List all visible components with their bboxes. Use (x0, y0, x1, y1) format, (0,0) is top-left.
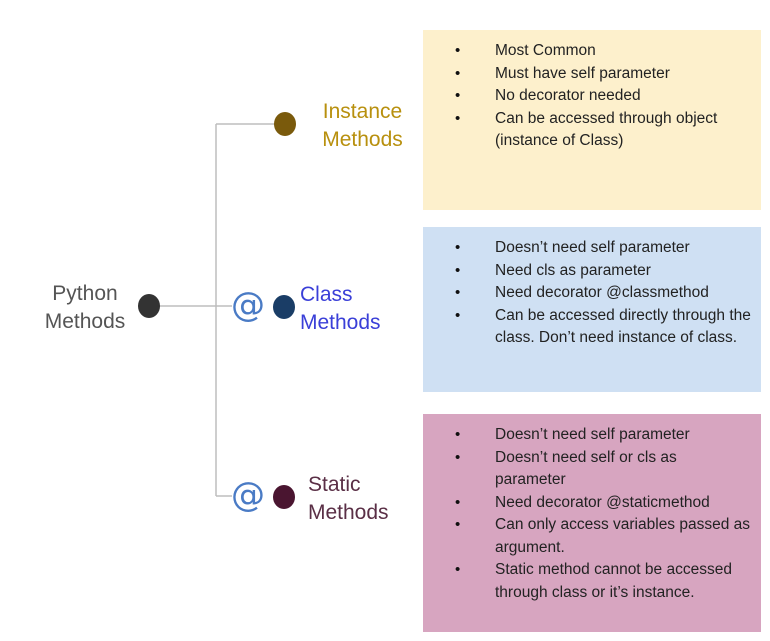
static-methods-list: Doesn’t need self parameter Doesn’t need… (423, 424, 751, 604)
class-methods-label: Class Methods (300, 283, 381, 334)
list-item: Doesn’t need self parameter (455, 237, 751, 260)
root-label: Python Methods (44, 282, 126, 333)
list-item: Static method cannot be accessed through… (455, 559, 751, 604)
instance-methods-list: Most Common Must have self parameter No … (423, 40, 751, 153)
list-item: Doesn’t need self or cls as parameter (455, 447, 751, 492)
node-instance (274, 112, 296, 136)
list-item: Most Common (455, 40, 751, 63)
node-class (273, 295, 295, 319)
list-item: Need decorator @classmethod (455, 282, 751, 305)
class-decorator-icon: @ (231, 285, 265, 325)
list-item: Can be accessed through object (instance… (455, 108, 751, 153)
list-item: Must have self parameter (455, 63, 751, 86)
static-methods-label: Static Methods (308, 473, 389, 524)
class-methods-list: Doesn’t need self parameter Need cls as … (423, 237, 751, 350)
node-static (273, 485, 295, 509)
list-item: Need decorator @staticmethod (455, 492, 751, 515)
instance-methods-box: Most Common Must have self parameter No … (423, 30, 761, 210)
list-item: Can be accessed directly through the cla… (455, 305, 751, 350)
instance-methods-label: Instance Methods (322, 100, 403, 151)
root-node (138, 294, 160, 318)
class-methods-box: Doesn’t need self parameter Need cls as … (423, 227, 761, 392)
list-item: Doesn’t need self parameter (455, 424, 751, 447)
list-item: Need cls as parameter (455, 260, 751, 283)
static-methods-box: Doesn’t need self parameter Doesn’t need… (423, 414, 761, 632)
list-item: Can only access variables passed as argu… (455, 514, 751, 559)
static-decorator-icon: @ (231, 475, 265, 515)
list-item: No decorator needed (455, 85, 751, 108)
